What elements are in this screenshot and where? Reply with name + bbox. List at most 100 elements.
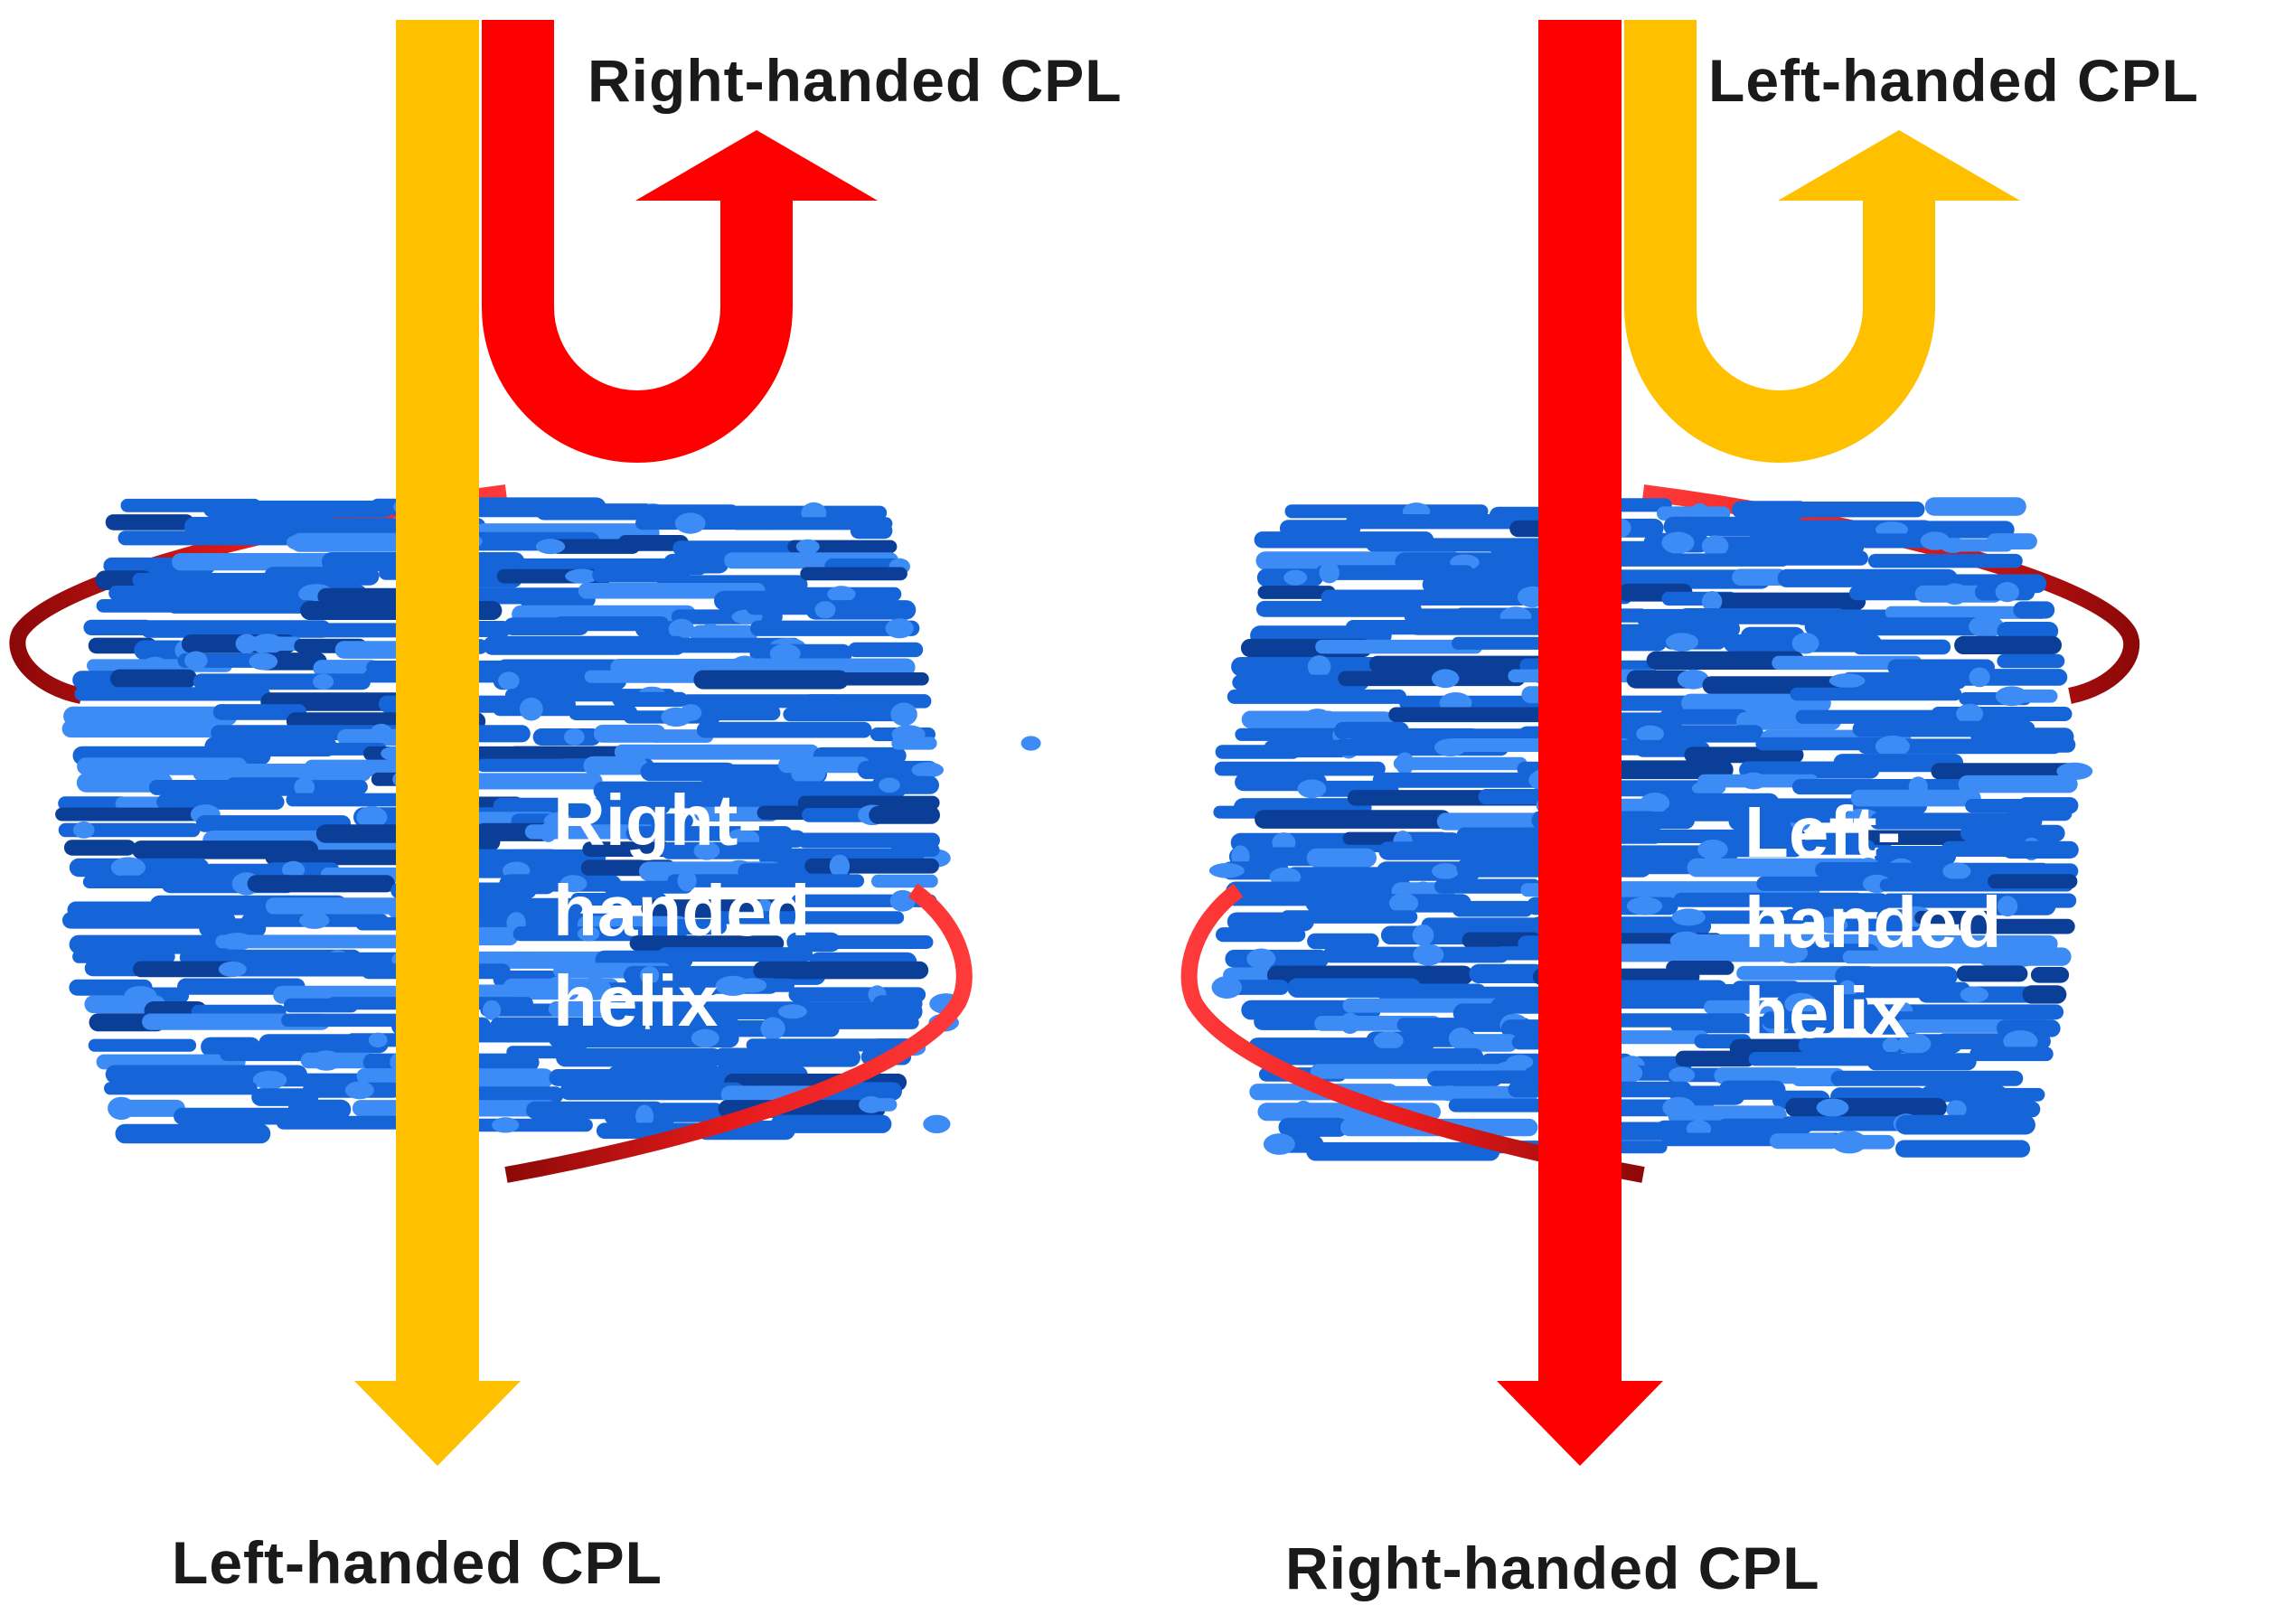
blue-rod-end <box>1816 916 1848 934</box>
blue-rod <box>134 640 189 661</box>
red-helix-ribbon-front-right <box>1180 883 1645 1183</box>
blue-rod-end <box>1626 896 1663 915</box>
blue-rod-end <box>579 977 612 1000</box>
blue-rod <box>1785 840 1875 855</box>
blue-rod <box>1748 1052 1904 1066</box>
blue-rod-end <box>544 976 577 998</box>
blue-rod <box>1315 639 1483 654</box>
blue-rod <box>2001 840 2079 859</box>
blue-rod <box>1997 653 2065 669</box>
blue-rod <box>1378 841 1563 860</box>
left-helix-label-line-2: handed <box>553 870 810 951</box>
blue-rod <box>746 599 820 615</box>
blue-rod-stack-right <box>1208 493 2093 1161</box>
blue-rod <box>1769 1133 1839 1150</box>
blue-rod-end <box>1942 862 1971 880</box>
blue-rod <box>1850 789 1981 807</box>
blue-rod <box>1644 619 1741 639</box>
blue-rod-end <box>344 1081 374 1100</box>
blue-rod <box>467 1118 593 1132</box>
blue-rod-end <box>287 535 306 550</box>
blue-rod-end <box>1697 840 1728 859</box>
blue-rod-end <box>1969 667 1990 688</box>
blue-rod <box>778 756 870 774</box>
blue-rod <box>286 793 415 807</box>
blue-rod-end <box>1373 1031 1404 1050</box>
blue-rod-end <box>1395 752 1415 775</box>
blue-rod-end <box>356 806 388 829</box>
blue-rod <box>174 1107 299 1125</box>
blue-rod <box>891 737 937 750</box>
blue-rod-end <box>777 1004 807 1019</box>
blue-rod <box>264 567 380 586</box>
blue-rod <box>1718 1080 1786 1100</box>
blue-rod <box>750 620 920 636</box>
blue-rod <box>105 514 194 530</box>
blue-rod <box>1684 746 1804 764</box>
blue-rod <box>1919 669 2068 686</box>
blue-rod-end <box>885 618 914 639</box>
blue-rod <box>1338 671 1526 687</box>
blue-rod <box>1427 1070 1503 1087</box>
blue-rod <box>582 841 672 857</box>
blue-rod <box>783 707 906 722</box>
blue-rod <box>584 670 730 683</box>
blue-rod <box>203 500 393 518</box>
blue-rod-end <box>911 762 945 778</box>
blue-rod <box>890 843 940 857</box>
blue-rod-end <box>1831 1131 1867 1154</box>
left-helix-label: Right- handed helix <box>553 780 810 1041</box>
blue-rod <box>1954 635 2062 654</box>
blue-rod <box>1866 1053 1977 1071</box>
blue-rod <box>535 503 654 521</box>
blue-rod <box>1849 586 1937 601</box>
blue-rod-end <box>1431 669 1460 689</box>
blue-rod-end <box>564 728 585 746</box>
blue-rod-end <box>1307 655 1331 679</box>
blue-rod <box>1257 586 1336 599</box>
blue-rod <box>447 897 583 916</box>
blue-rod-end <box>1946 1100 1967 1119</box>
blue-rod <box>570 893 667 906</box>
blue-rod <box>1325 1047 1484 1066</box>
blue-rod-end <box>1701 591 1723 612</box>
blue-rod-end <box>507 953 542 968</box>
blue-rod <box>1732 501 1809 519</box>
blue-rod-end <box>1960 986 1988 1003</box>
blue-rod <box>133 961 238 978</box>
blue-rod-end <box>1995 582 2019 603</box>
blue-rod <box>2035 737 2076 753</box>
blue-rod <box>72 950 175 963</box>
blue-rod <box>1280 910 1418 924</box>
blue-rod <box>1852 639 1951 655</box>
blue-rod <box>1345 620 1424 635</box>
blue-rod <box>265 897 428 915</box>
blue-rod <box>785 672 929 686</box>
blue-rod <box>1610 995 1724 1009</box>
blue-rod <box>1264 739 1350 758</box>
blue-rod <box>1216 927 1306 943</box>
blue-rod <box>1334 721 1409 740</box>
blue-rod <box>108 585 206 601</box>
right-helix-label: Left- handed helix <box>1744 792 2001 1053</box>
blue-rod <box>1434 878 1541 894</box>
blue-rod <box>1666 961 1734 975</box>
blue-rod <box>62 912 236 929</box>
blue-rod-end <box>859 1095 883 1113</box>
blue-rod <box>871 874 938 888</box>
blue-rod <box>647 789 822 809</box>
blue-rod <box>1804 617 1990 636</box>
blue-rod <box>713 1047 860 1067</box>
blue-rod-end <box>1666 633 1698 652</box>
blue-rod <box>667 874 865 887</box>
blue-rod <box>1227 689 1406 704</box>
blue-rod-end <box>565 568 599 584</box>
blue-rod <box>1895 1114 2035 1135</box>
blue-rod-end <box>1472 1035 1501 1051</box>
blue-rod-end <box>1208 863 1245 878</box>
blue-rod <box>1255 600 1422 617</box>
blue-rod-end <box>1669 1066 1696 1084</box>
blue-rod <box>1931 707 2073 721</box>
blue-rod <box>1377 983 1487 1000</box>
